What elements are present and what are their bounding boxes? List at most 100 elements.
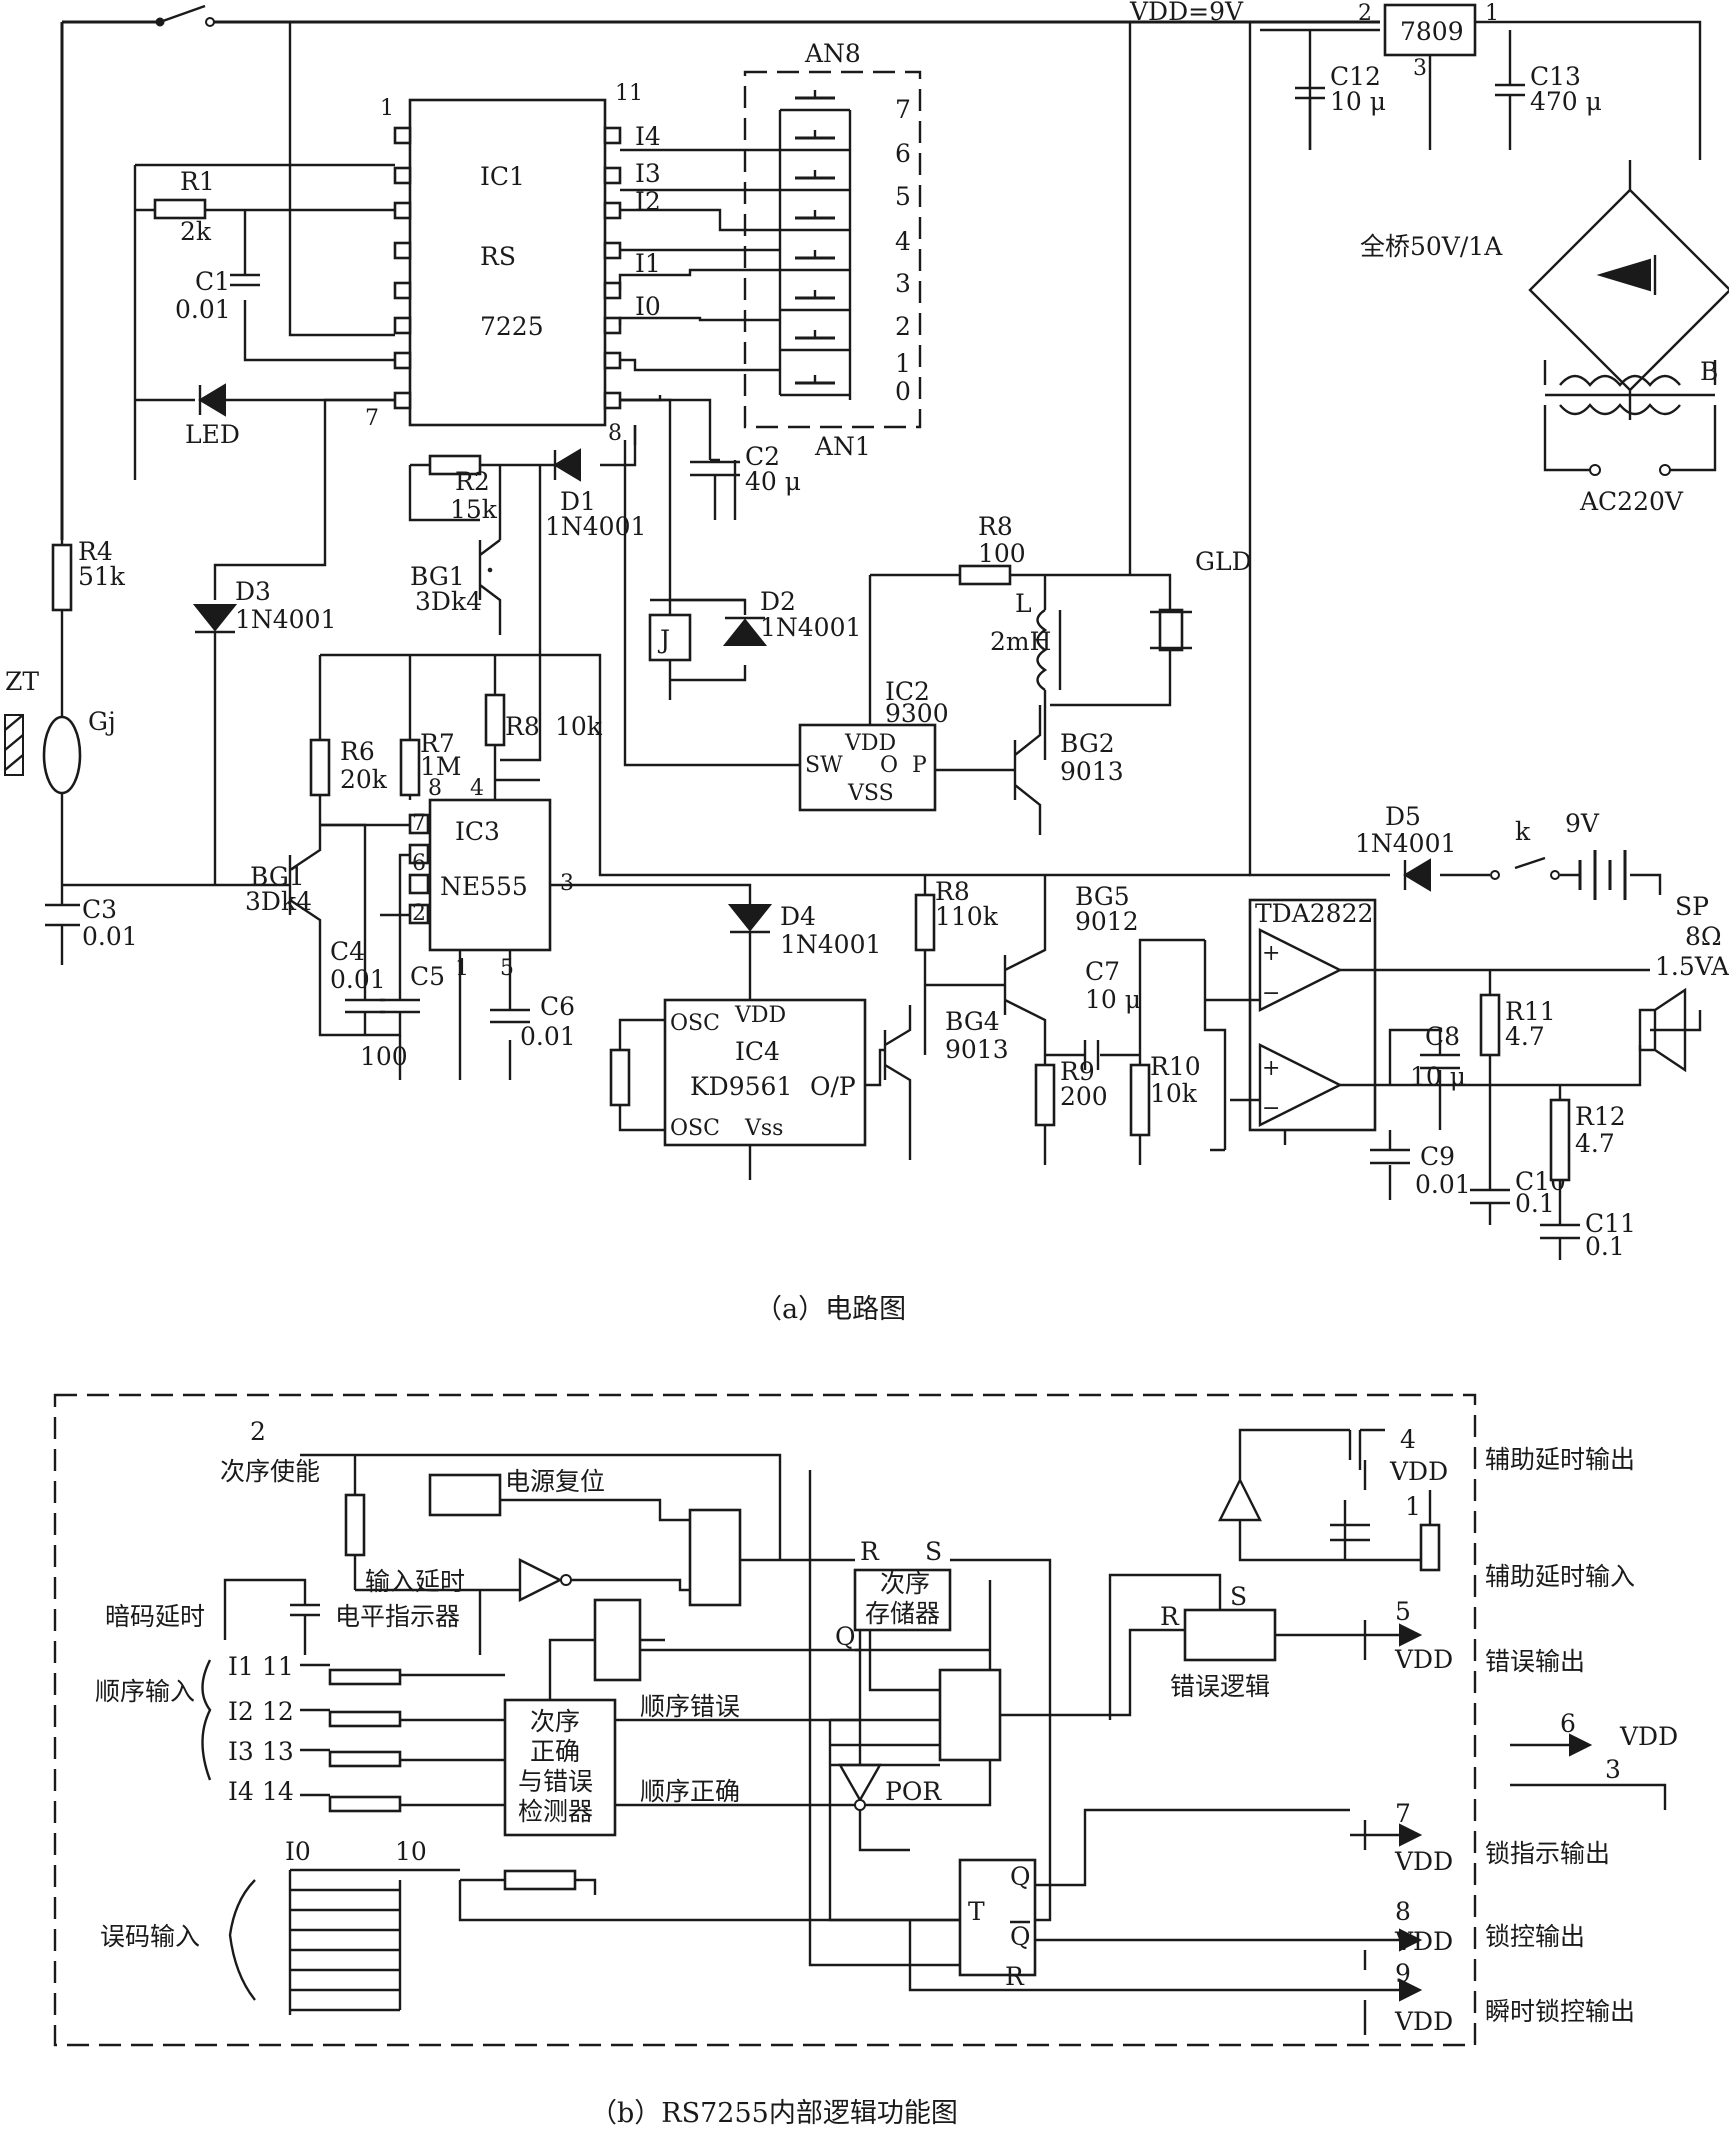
r11-resistor [1479,993,1501,1057]
input-delay-label: 输入延时 [365,1567,465,1596]
detector-line2: 正确 [530,1737,580,1766]
ic2-sw: SW [805,753,843,778]
c1-name: C1 [195,267,230,296]
circuit-diagram: VDD=9V 7809 2 1 3 C12 10 μ C13 470 μ 全桥5… [4,0,1729,1325]
input-i1: I1 [635,249,661,278]
r8c-value: 110k [935,902,999,931]
svg-text:+: + [1262,1056,1280,1081]
input-i2-pin: 12 [262,1697,294,1726]
input-i3-pin: 13 [262,1737,294,1766]
c7-name: C7 [1085,957,1120,986]
gate-error-and [938,1668,1002,1762]
mains-label: AC220V [1579,487,1684,516]
keypad-frame [743,70,922,429]
ic2-vdd: VDD [844,731,896,756]
output-vdd9: VDD [1394,2007,1453,2036]
r4-value: 51k [78,562,126,591]
output-pin6: 6 [1560,1709,1576,1738]
svg-text:−: − [1262,981,1280,1006]
ic1-pins [393,126,622,410]
code-delay-label: 暗码延时 [105,1602,205,1631]
r8a-value: 100 [978,539,1026,568]
speaker-sp [1638,987,1687,1073]
detector-line4: 检测器 [518,1797,593,1826]
r12-name: R12 [1575,1102,1626,1131]
power-reset-label: 电源复位 [505,1467,605,1496]
c6-value: 0.01 [520,1022,576,1051]
output-pin3: 3 [1605,1755,1621,1784]
r4-name: R4 [78,537,113,566]
memory-line1: 次序 [880,1569,930,1598]
input-i1-pin: 11 [262,1652,294,1681]
ic4-resistor [609,1048,631,1107]
c6-name: C6 [540,992,575,1021]
ic4-part: KD9561 [690,1072,792,1101]
r11-name: R11 [1505,997,1556,1026]
output-label7: 锁指示输出 [1485,1839,1610,1868]
output-vdd4: VDD [1389,1457,1448,1486]
output-vdd6: VDD [1619,1722,1678,1751]
ic3-pin6: 6 [412,851,426,876]
ic4-kd9561 [663,998,867,1147]
ic3-part: NE555 [440,872,528,901]
key-0: 0 [895,377,911,406]
key-7: 7 [895,95,911,124]
r12-value: 4.7 [1575,1129,1615,1158]
ic1-part1: RS [480,242,516,271]
flipflop-q: Q [1010,1862,1031,1891]
ic3-pin3: 3 [560,871,574,896]
d3-value: 1N4001 [235,605,336,634]
gate-and-middle [593,1598,642,1682]
speaker-name: SP [1675,892,1709,921]
r10-resistor [1129,1063,1151,1137]
c10-value: 0.1 [1515,1189,1555,1218]
gld-buzzer [1158,608,1184,652]
ic1-part2: 7225 [480,312,544,341]
r1-resistor [153,198,207,220]
c8-capacitor [1420,1053,1460,1070]
r6-value: 20k [340,765,388,794]
r2-resistor [428,454,482,476]
error-input-pin: 10 [395,1837,427,1866]
r10-name: R10 [1150,1052,1201,1081]
ic4-name: IC4 [735,1037,780,1066]
ic3-pin7: 7 [412,811,426,836]
output-vdd5: VDD [1394,1645,1453,1674]
c5-name: C5 [410,962,445,991]
c7-value: 10 μ [1085,985,1141,1014]
ic4-vss: Vss [744,1116,783,1141]
c6-capacitor [490,1008,530,1024]
d4-value: 1N4001 [780,930,881,959]
d3-name: D3 [235,577,271,606]
r11-value: 4.7 [1505,1022,1545,1051]
d2-diode [722,618,768,646]
output-label4: 辅助延时输出 [1485,1445,1635,1474]
ic4-osc-bottom: OSC [670,1116,720,1141]
zt-label: ZT [5,667,39,696]
r1-name: R1 [180,167,215,196]
output-pin8: 8 [1395,1897,1411,1926]
seq-enable-label: 次序使能 [220,1457,320,1486]
r7-name: R7 [420,729,455,758]
ic3-name: IC3 [455,817,500,846]
ic3-pin5: 5 [500,956,514,981]
flipflop-qbar: Q [1010,1922,1031,1951]
c13-value: 470 μ [1530,87,1602,116]
input-i3-name: I3 [228,1737,254,1766]
bg2-name: BG2 [1060,729,1115,758]
relay-label: J [657,625,670,654]
output-pin1: 1 [1405,1492,1421,1521]
d3-diode [192,604,238,632]
c1-value: 0.01 [175,295,231,324]
led-diode [198,383,226,417]
ic3-pin8: 8 [428,776,442,801]
ic1-pin8: 8 [608,421,622,446]
output-label8: 锁控输出 [1485,1922,1585,1951]
gj-label: Gj [88,707,116,736]
input-resistors [300,1663,505,1813]
speaker-ohm: 8Ω [1685,922,1722,951]
level-indicator-label: 电平指示器 [335,1602,460,1631]
r8b-value: 10k [555,712,603,741]
seq-correct-label: 顺序正确 [640,1777,740,1806]
r9-resistor [1034,1063,1056,1127]
